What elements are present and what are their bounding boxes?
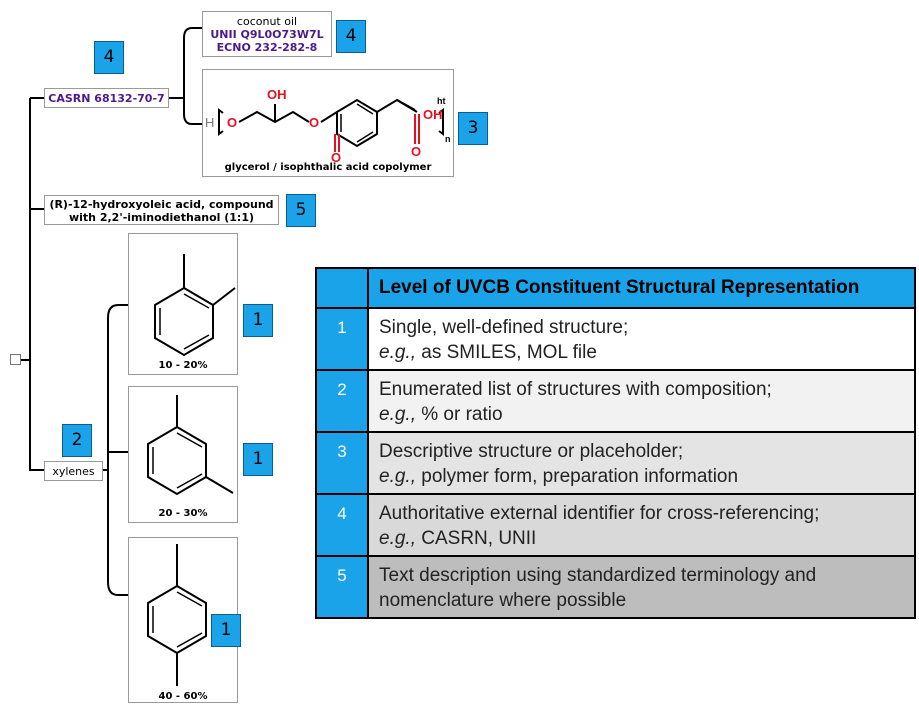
para-xylene-caption: 40 - 60%: [158, 691, 208, 702]
level-description-line2: nomenclature where possible: [379, 588, 904, 613]
atom-oh-top: OH: [267, 87, 287, 102]
table-row: 2 Enumerated list of structures with com…: [315, 369, 916, 433]
coconut-oil-node[interactable]: coconut oil UNII Q9L0O73W7L ECNO 232-282…: [202, 11, 332, 57]
hydroxyoleic-line2: with 2,2'-iminodiethanol (1:1): [68, 211, 255, 224]
level-description: Enumerated list of structures with compo…: [367, 369, 916, 433]
table-row: 5 Text description using standardized te…: [315, 555, 916, 619]
eg-label: e.g.,: [379, 466, 416, 487]
atom-oh-right: OH: [423, 107, 443, 122]
level-description-line1: Authoritative external identifier for cr…: [379, 503, 820, 524]
ortho-xylene-drawing: [154, 254, 236, 357]
representation-level-table: Level of UVCB Constituent Structural Rep…: [315, 267, 916, 619]
badge-casrn: 4: [94, 41, 124, 74]
level-number: 2: [315, 369, 369, 433]
level-description: Single, well-defined structure; e.g., as…: [367, 307, 916, 371]
eg-label: e.g.,: [379, 404, 416, 425]
polymer-structure-node[interactable]: H O OH O O O OH ht n glycerol / isophtha…: [202, 69, 454, 177]
meta-xylene-caption: 20 - 30%: [158, 508, 208, 519]
badge-xylenes: 2: [62, 424, 92, 457]
level-description: Authoritative external identifier for cr…: [367, 493, 916, 557]
polymer-caption: glycerol / isophthalic acid copolymer: [224, 162, 432, 173]
level-number: 4: [315, 493, 369, 557]
eg-label: e.g.,: [379, 528, 416, 549]
atom-o1: O: [227, 115, 238, 130]
label-ht: ht: [437, 96, 446, 106]
para-xylene-drawing: [147, 544, 207, 686]
ortho-xylene-structure[interactable]: 10 - 20%: [128, 233, 238, 375]
level-description-line1: Text description using standardized term…: [379, 565, 817, 586]
atom-o-dbl2: O: [411, 144, 422, 159]
unii-link[interactable]: UNII Q9L0O73W7L: [210, 28, 324, 41]
level-number: 5: [315, 555, 369, 619]
level-description-line1: Single, well-defined structure;: [379, 317, 629, 338]
meta-xylene-drawing: [147, 395, 234, 496]
level-description-line1: Descriptive structure or placeholder;: [379, 441, 684, 462]
badge-ortho-xylene: 1: [243, 304, 273, 337]
xylenes-node[interactable]: xylenes: [44, 461, 103, 481]
eg-text: CASRN, UNII: [415, 528, 537, 549]
table-row: 1 Single, well-defined structure; e.g., …: [315, 307, 916, 371]
badge-meta-xylene: 1: [243, 443, 273, 476]
header-title: Level of UVCB Constituent Structural Rep…: [367, 267, 916, 309]
casrn-link[interactable]: CASRN 68132-70-7: [48, 92, 165, 105]
table-row: 4 Authoritative external identifier for …: [315, 493, 916, 557]
casrn-node[interactable]: CASRN 68132-70-7: [44, 88, 169, 108]
header-num-cell: [315, 267, 369, 309]
level-description: Text description using standardized term…: [367, 555, 916, 619]
eg-text: % or ratio: [415, 404, 503, 425]
eg-text: as SMILES, MOL file: [415, 342, 597, 363]
polymer-structure-drawing: [218, 98, 444, 152]
hydroxyoleic-node[interactable]: (R)-12-hydroxyoleic acid, compound with …: [44, 195, 279, 225]
ecno-link[interactable]: ECNO 232-282-8: [216, 41, 318, 54]
badge-coconut: 4: [336, 20, 366, 53]
atom-o-ester: O: [309, 115, 320, 130]
ortho-xylene-caption: 10 - 20%: [158, 360, 208, 371]
badge-para-xylene: 1: [211, 614, 241, 647]
hydroxyoleic-line1: (R)-12-hydroxyoleic acid, compound: [49, 198, 274, 211]
level-description-line2: e.g., CASRN, UNII: [379, 526, 904, 551]
table-header-row: Level of UVCB Constituent Structural Rep…: [315, 267, 916, 309]
level-number: 3: [315, 431, 369, 495]
label-n: n: [445, 134, 451, 144]
eg-text: nomenclature where possible: [379, 590, 627, 611]
tree-toggle-box[interactable]: [10, 354, 21, 365]
level-description-line1: Enumerated list of structures with compo…: [379, 379, 772, 400]
level-description-line2: e.g., as SMILES, MOL file: [379, 340, 904, 365]
xylenes-label: xylenes: [52, 465, 95, 478]
table-row: 3 Descriptive structure or placeholder; …: [315, 431, 916, 495]
level-description-line2: e.g., % or ratio: [379, 402, 904, 427]
level-number: 1: [315, 307, 369, 371]
atom-h: H: [205, 115, 215, 130]
level-description-line2: e.g., polymer form, preparation informat…: [379, 464, 904, 489]
atom-o-dbl1: O: [331, 150, 342, 165]
badge-hydroxyoleic: 5: [286, 194, 316, 227]
meta-xylene-structure[interactable]: 20 - 30%: [128, 386, 238, 523]
level-description: Descriptive structure or placeholder; e.…: [367, 431, 916, 495]
eg-label: e.g.,: [379, 342, 416, 363]
eg-text: polymer form, preparation information: [415, 466, 739, 487]
coconut-oil-name: coconut oil: [236, 15, 298, 28]
badge-polymer: 3: [458, 112, 488, 145]
